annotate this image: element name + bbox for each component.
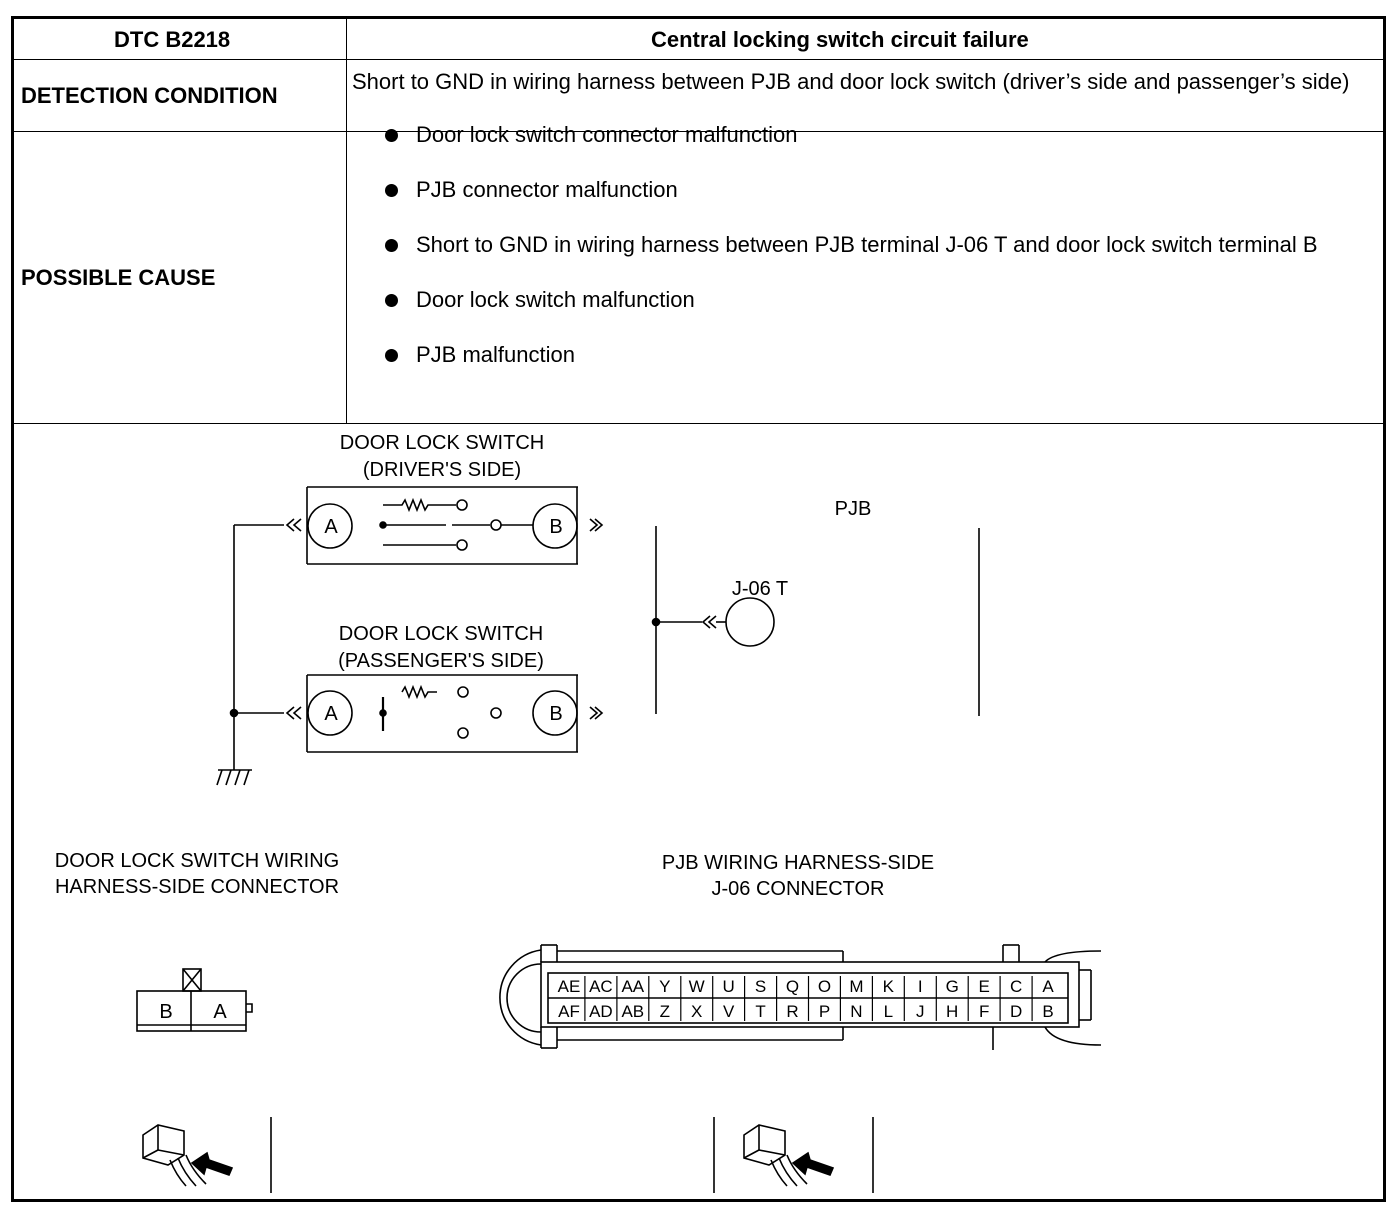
pjb-connector-pin-top: I: [918, 977, 923, 996]
bullet-icon: [385, 184, 398, 197]
pjb-connector-pin-top: AE: [558, 977, 581, 996]
terminal-a-circle: [307, 690, 353, 736]
detection-condition-label: DETECTION CONDITION: [21, 83, 278, 108]
pjb-connector-pin-top: A: [1042, 977, 1054, 996]
door-connector-title: DOOR LOCK SWITCH WIRING: [55, 850, 339, 872]
column-divider: [346, 19, 347, 423]
driver-terminal-a: A: [324, 516, 338, 538]
passenger-terminal-a: A: [324, 703, 338, 725]
pjb-connector-title: PJB WIRING HARNESS-SIDE: [662, 852, 934, 874]
door-lock-connector-face: [136, 968, 253, 1032]
pjb-connector-pin-top: E: [979, 977, 990, 996]
pjb-connector-pin-bottom: X: [691, 1002, 702, 1021]
driver-switch-title: DOOR LOCK SWITCH: [340, 432, 544, 454]
passenger-terminal-b: B: [549, 703, 562, 725]
pjb-connector-pin-bottom: AD: [589, 1002, 613, 1021]
passenger-switch-title: DOOR LOCK SWITCH: [339, 623, 543, 645]
row-divider: [14, 59, 1383, 60]
pjb-connector-pin-top: Q: [786, 977, 799, 996]
pjb-connector-subtitle: J-06 CONNECTOR: [712, 878, 885, 900]
cause-item: PJB malfunction: [380, 340, 1360, 370]
pjb-connector-pin-top: M: [849, 977, 863, 996]
bullet-icon: [385, 349, 398, 362]
door-connector-subtitle: HARNESS-SIDE CONNECTOR: [55, 876, 339, 898]
bullet-icon: [385, 239, 398, 252]
bullet-icon: [385, 294, 398, 307]
possible-cause-list: Door lock switch connector malfunction P…: [380, 120, 1360, 395]
connector-view-icon: [142, 1124, 234, 1187]
pjb-connector-pin-bottom: B: [1042, 1002, 1053, 1021]
pjb-connector-pin-bottom: J: [916, 1002, 925, 1021]
connector-view-icon: [743, 1124, 835, 1187]
pjb-connector-pin-bottom: H: [946, 1002, 958, 1021]
terminal-a-circle: [307, 503, 353, 549]
pjb-connector-pin-bottom: D: [1010, 1002, 1022, 1021]
pjb-connector-pin-bottom: V: [723, 1002, 735, 1021]
cause-item: Short to GND in wiring harness between P…: [380, 230, 1360, 260]
cause-item: Door lock switch connector malfunction: [380, 120, 1360, 150]
pjb-connector-pin-top: K: [883, 977, 895, 996]
pjb-connector-pin-bottom: P: [819, 1002, 830, 1021]
cause-item: Door lock switch malfunction: [380, 285, 1360, 315]
pjb-connector-pin-top: O: [818, 977, 831, 996]
pjb-connector-pin-bottom: F: [979, 1002, 989, 1021]
pjb-connector-pin-top: S: [755, 977, 766, 996]
pjb-module: [651, 526, 980, 716]
terminal-b-circle: [532, 690, 578, 736]
row-divider: [14, 131, 1383, 132]
detection-condition-text: Short to GND in wiring harness between P…: [352, 69, 1350, 94]
passenger-switch-subtitle: (PASSENGER'S SIDE): [338, 650, 544, 672]
pjb-terminal-label: J-06 T: [732, 578, 788, 600]
dtc-code: DTC B2218: [114, 27, 231, 52]
pjb-terminal-circle: [725, 597, 775, 647]
pjb-connector-pin-top: AA: [621, 977, 644, 996]
dtc-title: Central locking switch circuit failure: [651, 27, 1029, 52]
pjb-connector-pin-bottom: N: [850, 1002, 862, 1021]
passenger-door-lock-switch: [285, 674, 604, 753]
door-connector-pin: B: [159, 1001, 172, 1023]
pjb-connector-pin-bottom: R: [786, 1002, 798, 1021]
driver-terminal-b: B: [549, 516, 562, 538]
pjb-connector-pin-bottom: AF: [558, 1002, 580, 1021]
possible-cause-label: POSSIBLE CAUSE: [21, 265, 216, 290]
pjb-connector-pin-bottom: L: [884, 1002, 893, 1021]
pjb-connector-pin-bottom: T: [755, 1002, 765, 1021]
row-divider: [14, 423, 1383, 424]
terminal-b-circle: [532, 503, 578, 549]
pjb-connector-pin-bottom: Z: [660, 1002, 670, 1021]
pjb-label: PJB: [835, 498, 872, 520]
pjb-connector-face: [499, 944, 1102, 1050]
door-connector-pin: A: [213, 1001, 227, 1023]
pjb-connector-pin-top: AC: [589, 977, 613, 996]
pjb-connector-pin-top: G: [946, 977, 959, 996]
cause-item: PJB connector malfunction: [380, 175, 1360, 205]
pin-dividers: [584, 976, 1033, 1021]
driver-switch-subtitle: (DRIVER'S SIDE): [363, 459, 521, 481]
driver-door-lock-switch: [285, 486, 604, 565]
pjb-connector-pin-top: Y: [659, 977, 670, 996]
pjb-connector-pin-top: C: [1010, 977, 1022, 996]
pjb-connector-pin-bottom: AB: [621, 1002, 644, 1021]
bullet-icon: [385, 129, 398, 142]
dtc-table: DTC B2218 Central locking switch circuit…: [11, 16, 1386, 1202]
pjb-connector-pin-top: W: [689, 977, 705, 996]
ground-wiring: [216, 524, 284, 786]
pjb-connector-pin-top: U: [723, 977, 735, 996]
